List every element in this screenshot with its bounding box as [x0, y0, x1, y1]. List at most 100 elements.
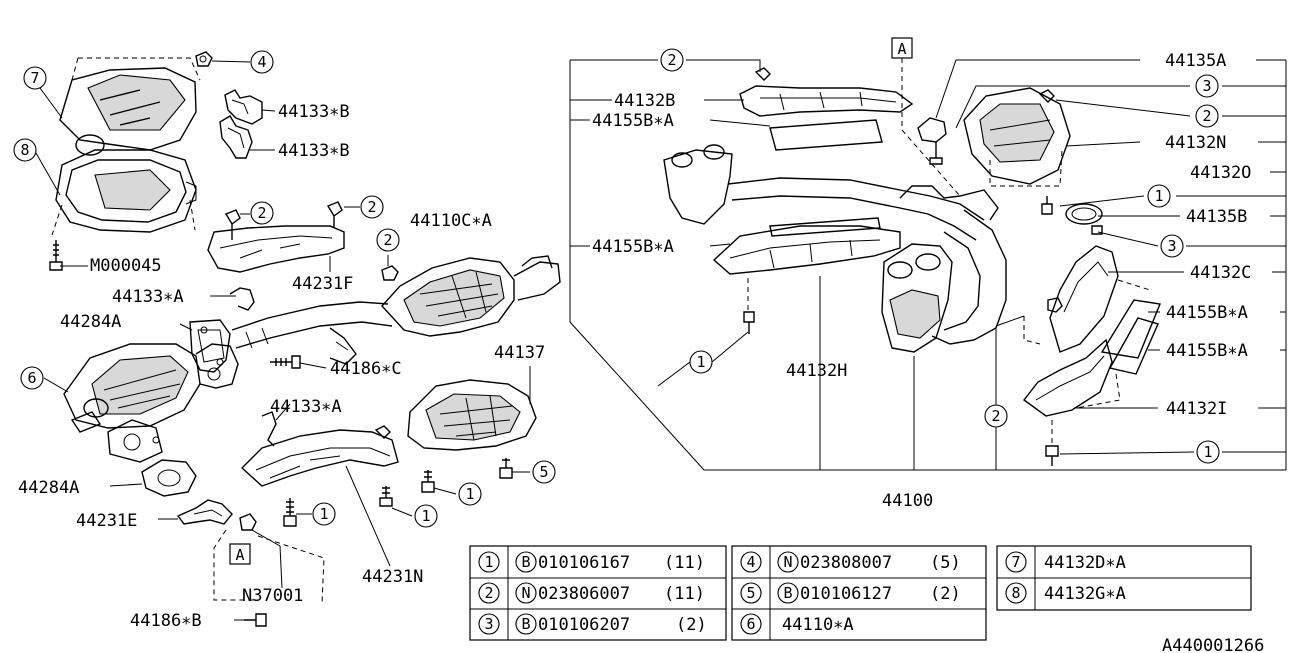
- label-44155b-a-upper: 44155B∗A: [592, 111, 674, 131]
- svg-text:A: A: [897, 40, 906, 58]
- label-m000045: M000045: [90, 256, 162, 276]
- svg-text:2: 2: [383, 231, 392, 249]
- svg-text:1: 1: [319, 505, 328, 523]
- legend-row-5: 5 B 010106127 (2): [740, 582, 961, 604]
- legend-row-3: 3 B 010106207 (2): [478, 613, 707, 635]
- svg-text:(2): (2): [930, 584, 961, 604]
- svg-text:N: N: [521, 584, 530, 602]
- heat-shield-44137-drawing: [407, 366, 537, 451]
- label-44133-b-lower: 44133∗B: [278, 141, 350, 161]
- label-44137: 44137: [494, 343, 545, 363]
- svg-text:1: 1: [696, 353, 705, 371]
- label-44135b: 44135B: [1186, 207, 1247, 227]
- svg-text:6: 6: [746, 615, 755, 633]
- callout-2-a: 2: [250, 201, 274, 225]
- legend-row-4: 4 N 023808007 (5): [740, 551, 961, 573]
- callout-3-b: 3: [1160, 234, 1184, 258]
- front-catalytic-converter-drawing: [35, 57, 201, 271]
- legend-table-2: [731, 545, 987, 641]
- label-44133-a-upper: 44133∗A: [112, 287, 184, 307]
- legend-row-8: 8 44132G∗A: [1005, 582, 1126, 604]
- svg-text:44132D∗A: 44132D∗A: [1044, 553, 1126, 573]
- callout-2-b: 2: [360, 195, 384, 219]
- svg-text:4: 4: [746, 553, 755, 571]
- svg-text:B: B: [521, 553, 530, 571]
- legend-table-3: [996, 545, 1252, 611]
- svg-text:(11): (11): [664, 584, 705, 604]
- label-44186-c: 44186∗C: [330, 359, 402, 379]
- svg-text:(5): (5): [930, 553, 961, 573]
- callout-2-d: 2: [660, 48, 684, 72]
- gasket-44284a-lower-drawing: [109, 459, 197, 497]
- svg-text:3: 3: [1202, 77, 1211, 95]
- svg-text:4: 4: [257, 53, 266, 71]
- label-44155b-a-right-1: 44155B∗A: [1166, 303, 1248, 323]
- label-44133-a-lower: 44133∗A: [270, 397, 342, 417]
- svg-text:5: 5: [539, 463, 548, 481]
- svg-text:010106127: 010106127: [800, 584, 892, 604]
- label-44155b-a-right-2: 44155B∗A: [1166, 341, 1248, 361]
- svg-text:(11): (11): [664, 553, 705, 573]
- svg-text:B: B: [783, 584, 792, 602]
- nut-4-drawing: [195, 51, 251, 67]
- callout-3-a: 3: [1195, 74, 1219, 98]
- svg-text:7: 7: [1011, 553, 1020, 571]
- svg-text:2: 2: [667, 51, 676, 69]
- svg-text:2: 2: [367, 198, 376, 216]
- label-44231f: 44231F: [292, 274, 353, 294]
- legend-row-7: 7 44132D∗A: [1005, 551, 1126, 573]
- svg-text:8: 8: [20, 141, 29, 159]
- callout-1-f: 1: [1196, 440, 1220, 464]
- callout-2-e: 2: [1195, 104, 1219, 128]
- label-44133-b-upper: 44133∗B: [278, 102, 350, 122]
- svg-text:010106167: 010106167: [538, 553, 630, 573]
- label-44110c-a: 44110C∗A: [410, 211, 492, 231]
- heat-shield-44231n-drawing: [240, 403, 399, 567]
- label-44155b-a-middle: 44155B∗A: [592, 237, 674, 257]
- ref-a-marker-left: A: [229, 543, 251, 565]
- svg-text:023806007: 023806007: [538, 584, 630, 604]
- label-44132c: 44132C: [1190, 263, 1251, 283]
- callout-5: 5: [532, 460, 556, 484]
- legend-row-6: 6 44110∗A: [740, 613, 854, 635]
- svg-text:010106207: 010106207: [538, 615, 630, 635]
- label-44186-b: 44186∗B: [130, 611, 202, 631]
- label-44100: 44100: [882, 491, 933, 511]
- svg-text:023808007: 023808007: [800, 553, 892, 573]
- svg-text:2: 2: [1202, 107, 1211, 125]
- svg-text:7: 7: [30, 69, 39, 87]
- label-44231n: 44231N: [362, 567, 423, 587]
- svg-text:6: 6: [27, 369, 36, 387]
- heat-shield-44231f-drawing: [207, 201, 360, 273]
- callout-2-f: 2: [984, 404, 1008, 428]
- exhaust-manifold-assembly-drawing: [569, 58, 1287, 471]
- svg-text:2: 2: [257, 204, 266, 222]
- callout-8: 8: [13, 138, 37, 162]
- callout-7: 7: [23, 66, 47, 90]
- center-pipe-catalytic-drawing: [179, 255, 561, 373]
- bracket-44231e-drawing: [158, 499, 325, 627]
- label-n37001: N37001: [242, 586, 303, 606]
- label-44231e: 44231E: [76, 511, 137, 531]
- callout-4: 4: [250, 50, 274, 74]
- svg-text:1: 1: [1154, 187, 1163, 205]
- svg-text:3: 3: [1167, 237, 1176, 255]
- ref-a-marker-right: A: [891, 37, 913, 59]
- svg-text:(2): (2): [676, 615, 707, 635]
- label-44284a-lower: 44284A: [18, 478, 79, 498]
- diagram-code: A440001266: [1162, 636, 1264, 653]
- bracket-44133-b-drawing: [219, 89, 276, 159]
- callout-1-d: 1: [1147, 184, 1171, 208]
- rear-catalytic-converter-drawing: [43, 343, 239, 463]
- svg-text:A: A: [235, 546, 244, 564]
- svg-text:1: 1: [421, 507, 430, 525]
- svg-text:2: 2: [484, 584, 493, 602]
- svg-text:3: 3: [484, 615, 493, 633]
- callout-1-e: 1: [689, 350, 713, 374]
- legend-row-1: 1 B 010106167 (11): [478, 551, 705, 573]
- svg-text:1: 1: [465, 485, 474, 503]
- svg-text:44110∗A: 44110∗A: [782, 615, 854, 635]
- svg-text:B: B: [521, 615, 530, 633]
- svg-text:5: 5: [746, 584, 755, 602]
